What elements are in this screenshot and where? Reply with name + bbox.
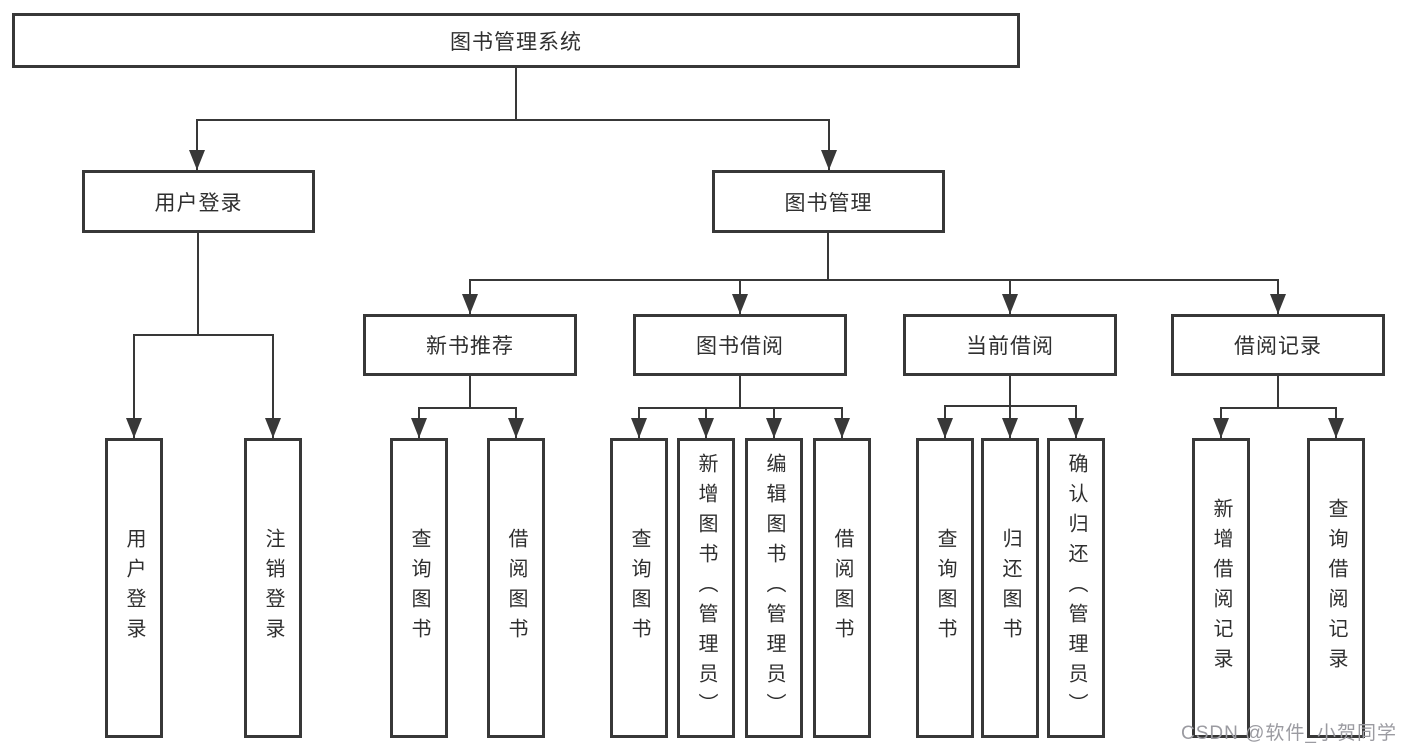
- node-leaf-query-books-borrow: 查询图书: [610, 438, 668, 738]
- node-book-management-system: 图书管理系统: [12, 13, 1020, 68]
- arrowhead: [1270, 294, 1286, 314]
- arrowhead: [834, 418, 850, 438]
- node-label: 借阅图书: [831, 528, 853, 648]
- node-leaf-borrow-books-newbooks: 借阅图书: [487, 438, 545, 738]
- connector-line: [418, 407, 517, 409]
- node-leaf-borrow-books: 借阅图书: [813, 438, 871, 738]
- node-label: 图书管理系统: [450, 30, 582, 54]
- node-label: 查询图书: [408, 528, 430, 648]
- node-label: 当前借阅: [966, 335, 1054, 358]
- node-label: 确认归还（管理员）: [1065, 453, 1087, 723]
- node-borrowing-records: 借阅记录: [1171, 314, 1385, 376]
- node-leaf-query-books-newbooks: 查询图书: [390, 438, 448, 738]
- connector-line: [469, 376, 471, 408]
- node-label: 借阅图书: [505, 528, 527, 648]
- arrowhead: [1068, 418, 1084, 438]
- arrowhead: [1002, 294, 1018, 314]
- node-leaf-add-books-admin: 新增图书（管理员）: [677, 438, 735, 738]
- node-label: 借阅记录: [1234, 335, 1322, 358]
- connector-line: [638, 407, 843, 409]
- arrowhead: [698, 418, 714, 438]
- connector-line: [133, 334, 135, 438]
- node-label: 新书推荐: [426, 335, 514, 358]
- connector-line: [1220, 407, 1337, 409]
- node-label: 编辑图书（管理员）: [763, 453, 785, 723]
- connector-line: [515, 68, 517, 121]
- connector-line: [739, 376, 741, 408]
- arrowhead: [631, 418, 647, 438]
- connector-line: [828, 119, 830, 170]
- connector-line: [133, 334, 274, 336]
- node-label: 用户登录: [154, 191, 243, 215]
- connector-line: [196, 119, 198, 170]
- arrowhead: [821, 150, 837, 170]
- node-leaf-query-books-current: 查询图书: [916, 438, 974, 738]
- connector-line: [196, 119, 830, 121]
- node-label: 新增借阅记录: [1210, 498, 1232, 678]
- connector-line: [1009, 376, 1011, 406]
- node-label: 图书借阅: [696, 335, 784, 358]
- node-book-management: 图书管理: [712, 170, 945, 233]
- arrowhead: [508, 418, 524, 438]
- csdn-watermark: CSDN @软件_小贺同学: [1181, 723, 1397, 744]
- arrowhead: [1213, 418, 1229, 438]
- node-label: 查询图书: [934, 528, 956, 648]
- arrowhead: [189, 150, 205, 170]
- node-label: 注销登录: [262, 528, 284, 648]
- node-label: 新增图书（管理员）: [695, 453, 717, 723]
- arrowhead: [126, 418, 142, 438]
- connector-line: [469, 279, 1279, 281]
- node-label: 归还图书: [999, 528, 1021, 648]
- connector-line: [197, 233, 199, 335]
- node-label: 图书管理: [784, 191, 873, 215]
- node-new-book-recommend: 新书推荐: [363, 314, 577, 376]
- node-leaf-return-books: 归还图书: [981, 438, 1039, 738]
- arrowhead: [265, 418, 281, 438]
- node-leaf-confirm-return-admin: 确认归还（管理员）: [1047, 438, 1105, 738]
- node-current-borrowing: 当前借阅: [903, 314, 1117, 376]
- connector-line: [1277, 376, 1279, 408]
- arrowhead: [1002, 418, 1018, 438]
- node-label: 用户登录: [123, 528, 145, 648]
- arrowhead: [411, 418, 427, 438]
- arrowhead: [732, 294, 748, 314]
- arrowhead: [1328, 418, 1344, 438]
- connector-line: [272, 334, 274, 438]
- node-leaf-user-login: 用户登录: [105, 438, 163, 738]
- arrowhead: [462, 294, 478, 314]
- node-leaf-add-borrow-record: 新增借阅记录: [1192, 438, 1250, 738]
- node-book-borrowing: 图书借阅: [633, 314, 847, 376]
- node-label: 查询图书: [628, 528, 650, 648]
- node-label: 查询借阅记录: [1325, 498, 1347, 678]
- node-leaf-edit-books-admin: 编辑图书（管理员）: [745, 438, 803, 738]
- node-leaf-query-borrow-record: 查询借阅记录: [1307, 438, 1365, 738]
- node-leaf-logout: 注销登录: [244, 438, 302, 738]
- connector-line: [827, 233, 829, 281]
- node-user-login: 用户登录: [82, 170, 315, 233]
- arrowhead: [937, 418, 953, 438]
- arrowhead: [766, 418, 782, 438]
